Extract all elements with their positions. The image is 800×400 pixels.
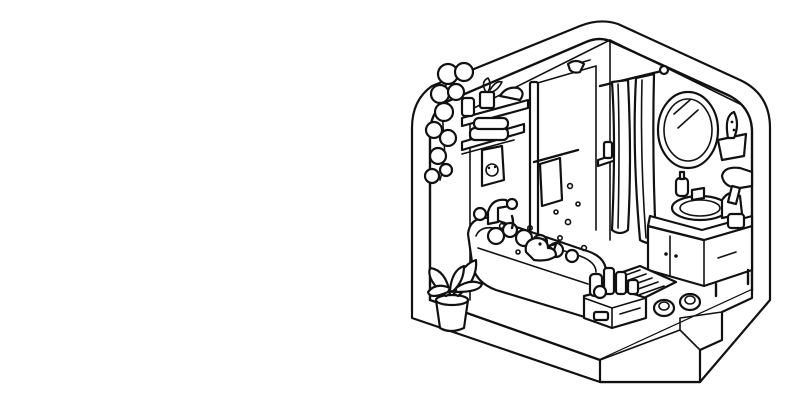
shower-head-icon [566,59,591,74]
hanging-plant [423,61,475,185]
potted-plant-icon [716,110,748,162]
floor-plant [426,258,484,333]
slippers [652,292,702,318]
hair-dryer-icon [720,166,754,206]
leaf-cluster [423,61,475,185]
rubber-duck-icon [524,236,558,262]
mirror [656,90,720,170]
vanity-cabinet [646,170,754,298]
floor-step [598,288,754,384]
shower-curtain [598,64,670,245]
shelf-unit [460,77,530,188]
bath-stool [582,266,648,330]
